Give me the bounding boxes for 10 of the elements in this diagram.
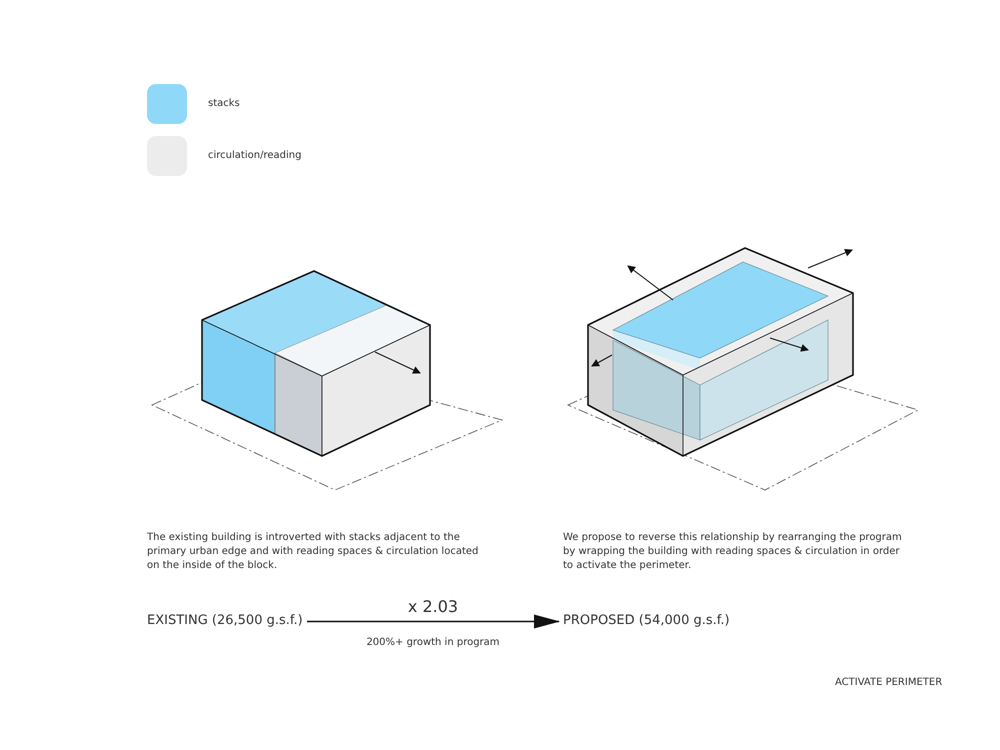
edge-label: x 2.03 <box>406 597 460 616</box>
description-text: The existing building is introverted with stacks adjacent to the primary urban edge and with reading spaces & circulation located on the inside of the block. <box>147 531 480 573</box>
node-label: EXISTING (26,500 g.s.f.) <box>147 613 303 628</box>
arrow <box>307 614 560 628</box>
legend-label: stacks <box>208 98 240 109</box>
description-text: We propose to reverse this relationship by rearranging the program by wrapping the building with reading spaces & circulation in order to activate the perimeter. <box>563 531 903 573</box>
node-label: PROPOSED (54,000 g.s.f.) <box>563 613 730 628</box>
caption-text: 200%+ growth in program <box>365 636 501 650</box>
note-text: ACTIVATE PERIMETER <box>835 676 942 690</box>
legend-label: circulation/reading <box>208 150 302 161</box>
